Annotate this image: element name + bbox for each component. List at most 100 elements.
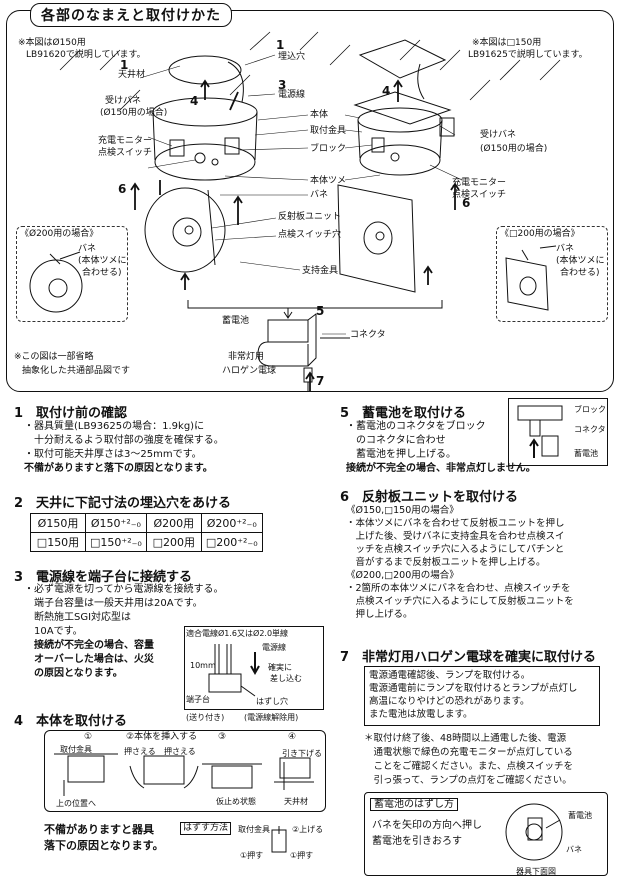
mount-step-3: ③ — [218, 732, 227, 742]
section-6-line-3: ッチを点検スイッチ穴に入るようにしてパチンと — [346, 544, 565, 555]
section-6-line-4: 音がするまで反射板ユニットを押し上げる。 — [346, 557, 546, 568]
section-1-body: ・器具質量(LB93625の場合：1.9kg)に 十分耐えるよう取付部の強度を確… — [24, 420, 224, 476]
inset-left-spring: バネ — [78, 244, 97, 254]
step-num-3: 3 — [278, 78, 287, 92]
label-block: ブロック — [310, 144, 347, 154]
label-body: 本体 — [310, 110, 329, 120]
section-2-number: 2 — [14, 496, 24, 511]
section-7-note-3: ことをご確認ください。また、点検スイッチを — [364, 761, 574, 772]
mount-fixed: 仮止め状態 — [216, 797, 256, 806]
terminal-wire-spec: 適合電線Ø1.6又はØ2.0単線 — [186, 629, 289, 638]
label-spring-right-2: (Ø150用の場合) — [480, 144, 548, 154]
section-3-warning-3: の原因となります。 — [34, 668, 123, 679]
section-5-number: 5 — [340, 406, 350, 421]
terminal-strip: 10mm — [190, 661, 216, 670]
step-num-7: 7 — [316, 374, 325, 388]
section-6-number: 6 — [340, 490, 350, 505]
label-lamp-1: 非常灯用 — [228, 352, 265, 362]
section-6-sub-1: 《Ø150,□150用の場合》 — [346, 505, 459, 516]
label-connector: コネクタ — [350, 330, 386, 340]
section-3-title: 電源線を端子台に接続する — [36, 570, 193, 585]
section-5-warning: 接続が不完全の場合、非常点灯しません。 — [346, 463, 536, 474]
mount-press-2: 押さえる — [164, 747, 196, 756]
table-cell: □200用 — [145, 532, 202, 552]
note-common-1: ※この図は一部省略 — [14, 352, 94, 362]
page-title: 各部のなまえと取付けかた — [30, 3, 232, 27]
remove-push-2: ①押す — [290, 851, 314, 860]
label-claw: 本体ツメ — [310, 176, 347, 186]
label-spring: バネ — [310, 190, 329, 200]
remove-method-label: はずす方法 — [180, 822, 232, 835]
terminal-block-1: 端子台 — [186, 695, 210, 704]
lamp-caution-box: 電源通電確認後、ランプを取付ける。 電源通電前にランプを取付けるとランプが点灯し… — [364, 666, 600, 726]
section-4-warning: 不備がありますと器具 落下の原因となります。 — [44, 822, 164, 854]
remove-up: ②上げる — [292, 825, 324, 834]
step-num-1: 1 — [120, 58, 129, 72]
section-6-line-1: ・本体ツメにバネを合わせて反射板ユニットを押し — [346, 518, 565, 529]
section-3-line-4: 10Aです。 — [24, 626, 83, 637]
section-1-line-3: ・取付可能天井厚さは3～25mmです。 — [24, 449, 202, 460]
mount-up: 上の位置へ — [56, 799, 96, 808]
battery-drawing — [517, 405, 563, 458]
table-cell: Ø200用 — [145, 513, 202, 533]
label-battery: 蓄電池 — [222, 316, 250, 326]
inset-left-note-1: (本体ツメに — [78, 256, 127, 266]
note-right-2: LB91625で説明しています。 — [468, 50, 588, 60]
terminal-insert-1: 確実に — [268, 663, 292, 672]
section-3-body: ・必ず電源を切ってから電源線を接続する。 端子台容量は一般天井用は20Aです。 … — [24, 583, 224, 681]
section-6-sub-2: 《Ø200,□200用の場合》 — [346, 570, 459, 581]
terminal-figure — [184, 626, 324, 710]
remove-bracket: 取付金具 — [238, 825, 270, 834]
note-right-1: ※本図は□150用 — [472, 38, 542, 48]
section-3-warning-2: オーバーした場合は、火災 — [34, 654, 154, 665]
battery-figure — [508, 398, 608, 466]
section-5-line-3: 蓄電池を押し上げる。 — [346, 449, 456, 460]
label-reflector: 反射板ユニット — [278, 212, 342, 222]
section-7-note-4: 引っ張って、ランプの点灯をご確認ください。 — [364, 775, 572, 786]
step-num-2: 1 — [276, 38, 285, 52]
table-cell: □150⁺²₋₀ — [85, 532, 147, 552]
battery-removal-line-2: 蓄電池を引きおろす — [372, 836, 462, 847]
terminal-release-1: はずし穴 — [256, 697, 288, 706]
table-cell: Ø150用 — [30, 513, 86, 533]
section-1-line-2: 十分耐えるよう取付部の強度を確保する。 — [24, 435, 224, 446]
mount-bracket: 取付金具 — [60, 745, 92, 754]
terminal-wire: 電源線 — [262, 643, 286, 652]
inset-right-note-2: 合わせる) — [560, 268, 600, 278]
section-4-title: 本体を取付ける — [36, 714, 128, 729]
table-cell: □200⁺²₋₀ — [200, 532, 263, 552]
label-monitor-left-1: 充電モニター — [98, 136, 153, 146]
label-lamp-2: ハロゲン電球 — [222, 366, 277, 376]
mount-press-1: 押さえる — [124, 747, 156, 756]
section-5-line-2: のコネクタに合わせ — [346, 435, 446, 446]
table-cell: Ø150⁺²₋₀ — [85, 513, 147, 533]
section-1-number: 1 — [14, 406, 24, 421]
section-4-warning-2: 落下の原因となります。 — [44, 839, 164, 852]
battery-fig-block: ブロック — [574, 405, 606, 414]
table-cell: □150用 — [30, 532, 86, 552]
battery-removal-line-1: バネを矢印の方向へ押し — [372, 820, 482, 831]
section-2-title: 天井に下記寸法の埋込穴をあける — [36, 496, 232, 511]
section-3-warning-1: 接続が不完全の場合、容量 — [34, 640, 154, 651]
inset-right-note-1: (本体ツメに — [556, 256, 605, 266]
step-num-4b: 4 — [382, 84, 391, 98]
inset-right-title: 《□200用の場合》 — [500, 229, 580, 239]
step-num-6a: 6 — [118, 182, 127, 196]
battery-removal-title: 蓄電池のはずし方 — [370, 798, 458, 811]
section-7-note-2: 通電状態で緑色の充電モニターが点灯している — [364, 747, 573, 758]
terminal-block-2: (送り付き) — [186, 713, 225, 722]
note-common-2: 抽象化した共通部品図です — [22, 366, 131, 376]
section-6-line-7: 押し上げる。 — [346, 609, 413, 620]
battery-removal-caption: 器具下面図 — [516, 867, 556, 876]
mount-step-2: ②本体を挿入する — [126, 732, 198, 742]
table-cell: Ø200⁺²₋₀ — [200, 513, 263, 533]
battery-fig-battery: 蓄電池 — [574, 449, 598, 458]
note-left-2: LB91620で説明しています。 — [26, 50, 146, 60]
section-4-number: 4 — [14, 714, 24, 729]
inset-left-title: 《Ø200用の場合》 — [20, 229, 99, 239]
inset-right-spring: バネ — [556, 244, 575, 254]
inset-right-drawing — [505, 245, 557, 311]
